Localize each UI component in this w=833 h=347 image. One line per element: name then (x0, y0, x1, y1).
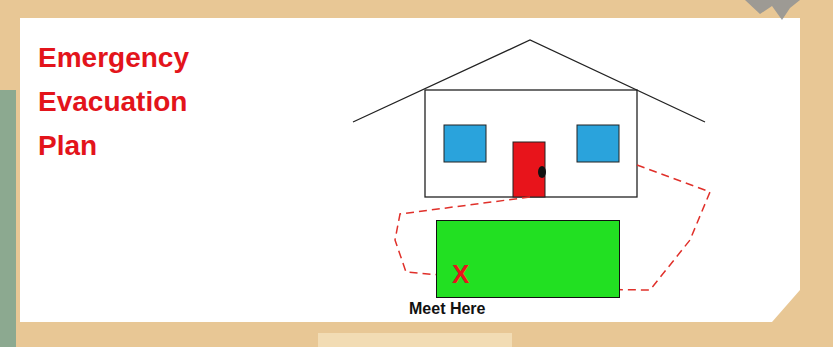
paper-card (20, 18, 800, 322)
background-edge (0, 90, 16, 347)
house-window (577, 125, 619, 162)
house-door (513, 142, 545, 197)
meeting-label: Meet Here (409, 301, 485, 317)
plan-title: Emergency Evacuation Plan (38, 36, 198, 168)
decor-shape (745, 0, 800, 20)
house-roof (353, 40, 705, 122)
house-window (444, 125, 486, 162)
door-knob (538, 166, 546, 178)
house-wall (425, 90, 637, 197)
decor-tab (318, 333, 512, 347)
meeting-mark: X (452, 261, 469, 287)
meeting-area: XMeet Here (436, 220, 620, 298)
